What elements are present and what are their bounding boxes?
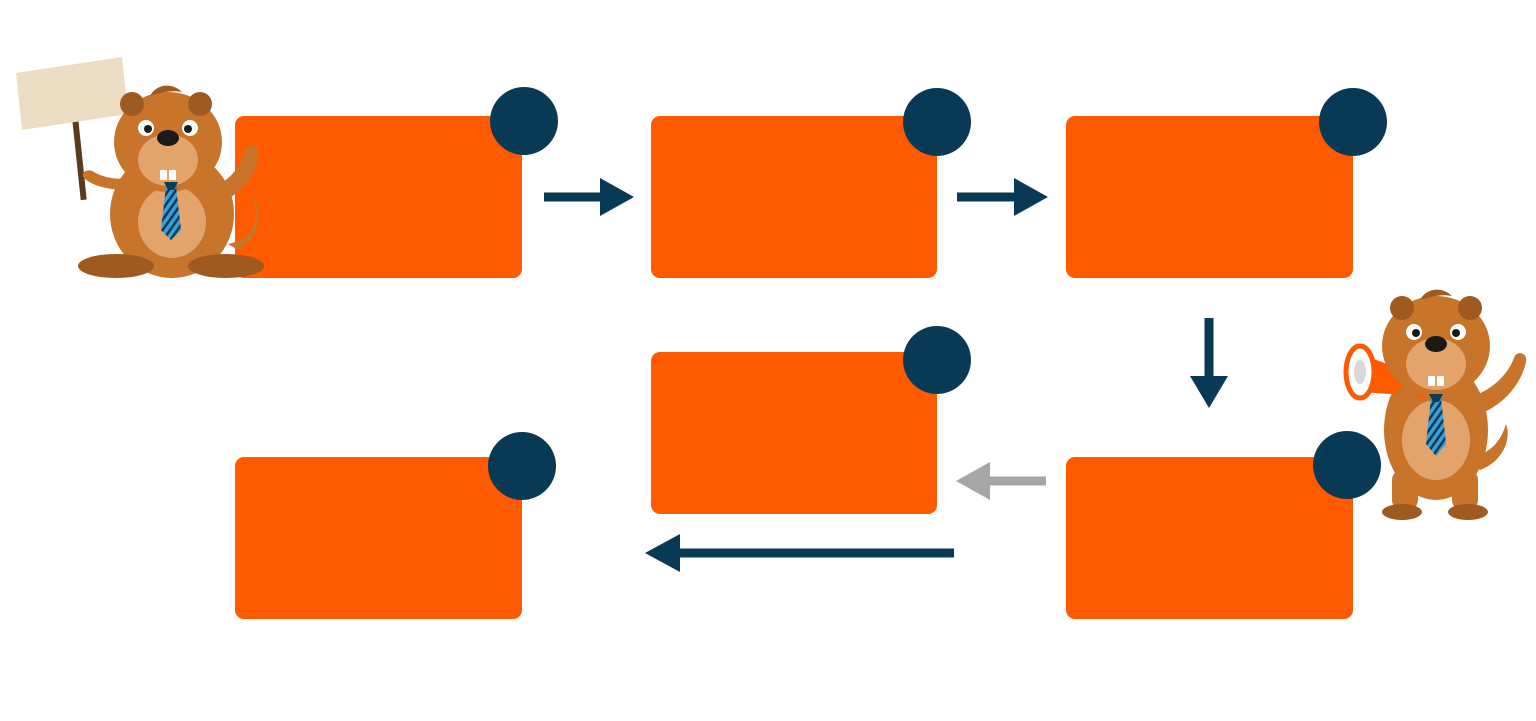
beaver-megaphone-icon — [1343, 289, 1527, 520]
connector-step4-step6 — [645, 534, 954, 572]
step-badge-6 — [488, 432, 556, 500]
step-badge-2 — [903, 88, 971, 156]
step-badge-1 — [490, 87, 558, 155]
step-box-6 — [235, 457, 522, 619]
step-badge-3 — [1319, 88, 1387, 156]
connector-step3-step4 — [1190, 318, 1228, 408]
step-box-1 — [235, 116, 522, 278]
step-box-4 — [1066, 457, 1353, 619]
step-badge-5 — [903, 326, 971, 394]
step-box-3 — [1066, 116, 1353, 278]
beaver-sign-icon — [16, 57, 264, 278]
connector-step4-step5 — [956, 462, 1046, 500]
connector-step1-step2 — [544, 178, 634, 216]
connector-step2-step3 — [957, 178, 1048, 216]
step-badge-4 — [1313, 431, 1381, 499]
step-box-2 — [651, 116, 937, 278]
step-box-5 — [651, 352, 937, 514]
